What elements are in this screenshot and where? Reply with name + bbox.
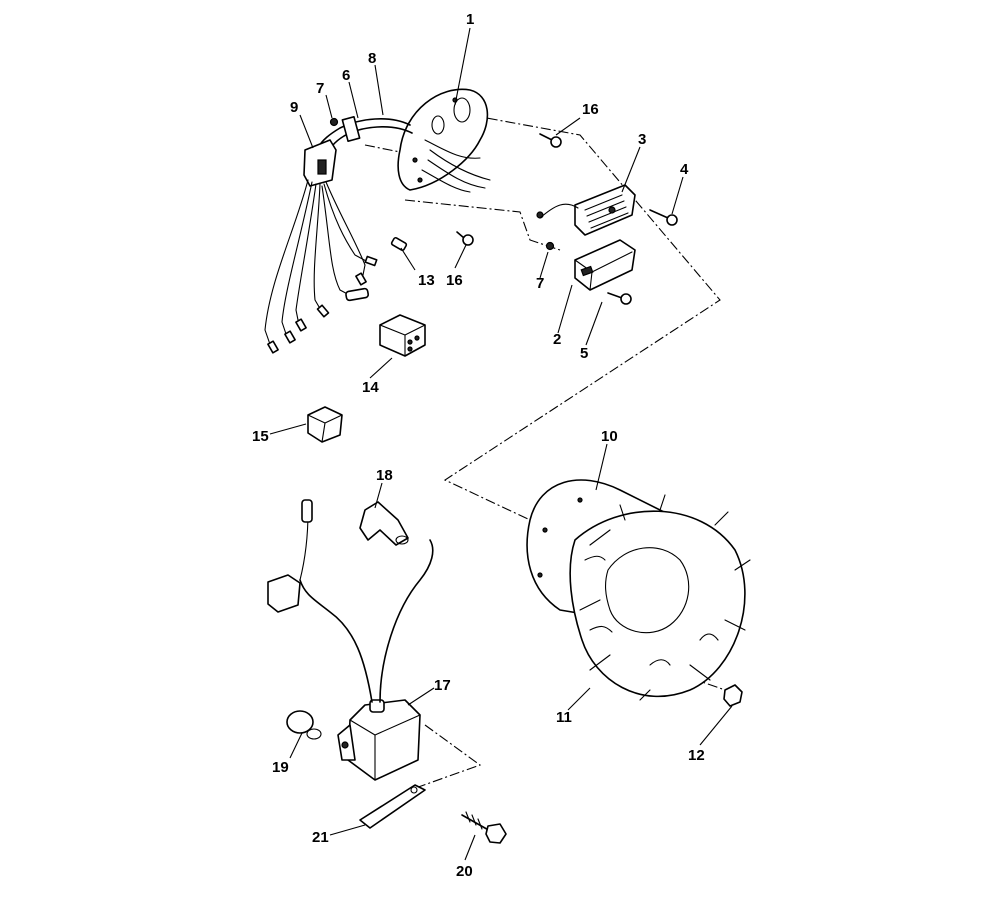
coil-bolt xyxy=(461,811,507,844)
coil-pin-terminal xyxy=(301,499,313,523)
voltage-regulator xyxy=(539,184,636,236)
coil-connector xyxy=(267,574,301,613)
coil-leads xyxy=(299,511,434,703)
callout-20: 20 xyxy=(456,863,473,880)
callout-17: 17 xyxy=(434,677,451,694)
callout-12: 12 xyxy=(688,747,705,764)
connector-pin xyxy=(390,236,408,252)
callout-15: 15 xyxy=(252,428,269,445)
bolt-16-lower xyxy=(456,231,474,246)
callout-4: 4 xyxy=(680,161,689,178)
callout-11: 11 xyxy=(556,709,572,726)
bolt-5 xyxy=(607,292,632,305)
callout-7-lower: 7 xyxy=(536,275,544,292)
harness-leads xyxy=(264,179,378,354)
screw-7-lower xyxy=(536,211,555,251)
ignition-coil xyxy=(337,699,421,781)
stator-plate xyxy=(397,88,491,193)
flywheel xyxy=(526,479,751,701)
callout-16-upper: 16 xyxy=(582,101,599,118)
screw-7-upper xyxy=(329,117,339,127)
callout-9: 9 xyxy=(290,99,298,116)
plug-connector xyxy=(307,406,343,443)
callout-18: 18 xyxy=(376,467,393,484)
callout-5: 5 xyxy=(580,345,588,362)
spark-plug-cap xyxy=(359,501,409,546)
callout-10: 10 xyxy=(601,428,618,445)
callout-13: 13 xyxy=(418,272,435,289)
callout-21: 21 xyxy=(312,829,329,846)
callout-16-lower: 16 xyxy=(446,272,463,289)
bolt-16-upper xyxy=(539,133,562,148)
harness-clamp xyxy=(303,139,337,187)
mounting-plate xyxy=(359,784,426,829)
callout-19: 19 xyxy=(272,759,289,776)
leader-lines xyxy=(269,27,733,861)
callout-numbers: 1 2 3 4 5 6 7 7 8 9 10 11 12 13 14 15 16… xyxy=(252,11,705,880)
callout-14: 14 xyxy=(362,379,379,396)
connector-block xyxy=(379,314,426,357)
bolt-4 xyxy=(649,209,678,226)
cdi-box xyxy=(574,239,636,291)
callout-8: 8 xyxy=(368,50,376,67)
flywheel-nut xyxy=(723,684,743,707)
callout-6: 6 xyxy=(342,67,350,84)
callout-3: 3 xyxy=(638,131,646,148)
callout-7-upper: 7 xyxy=(316,80,324,97)
rubber-grommet xyxy=(286,710,322,740)
callout-1: 1 xyxy=(466,11,474,28)
callout-2: 2 xyxy=(553,331,561,348)
